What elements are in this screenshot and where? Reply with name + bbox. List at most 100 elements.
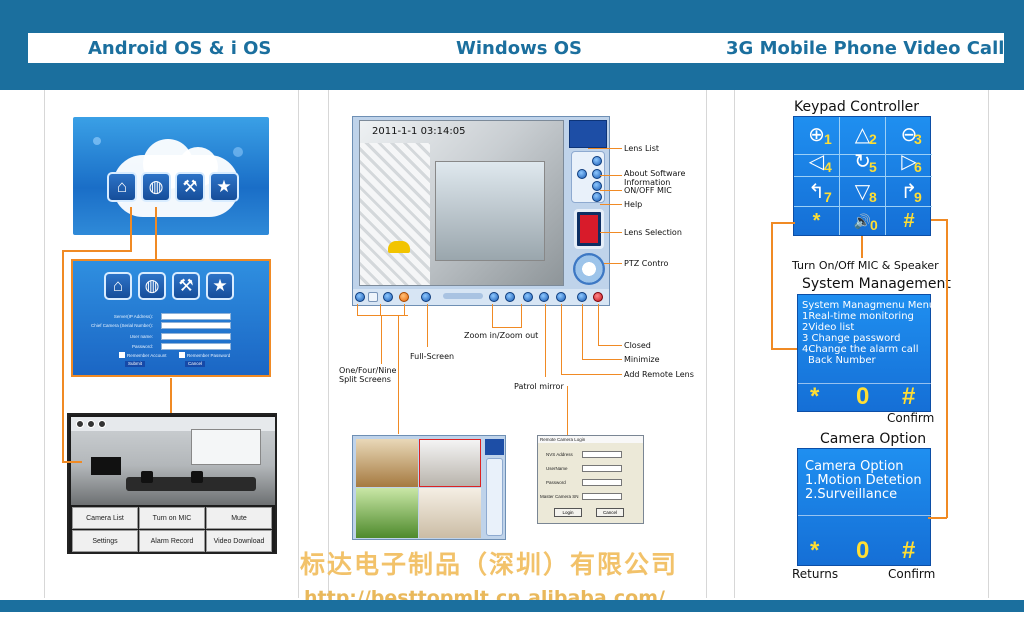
split-cell[interactable] — [419, 488, 481, 538]
glass-office — [435, 161, 545, 261]
menu-item[interactable]: 4Change the alarm call — [802, 344, 919, 355]
split9-button[interactable] — [399, 292, 409, 302]
right-key[interactable]: ▷ — [886, 147, 932, 177]
mic-button[interactable] — [592, 181, 602, 191]
username-input[interactable] — [161, 333, 231, 340]
split-cell[interactable] — [356, 488, 418, 538]
globe-icon[interactable]: ◍ — [138, 272, 166, 300]
refresh-icon[interactable] — [98, 420, 106, 428]
settings-button[interactable] — [577, 169, 587, 179]
remember-password-checkbox[interactable] — [179, 352, 185, 358]
split-cell[interactable] — [419, 439, 481, 487]
key-number: 3 — [914, 131, 922, 147]
key-number: 9 — [914, 189, 922, 205]
cancel-button[interactable]: Cancel — [596, 508, 624, 517]
menu-item[interactable]: 2Video list — [802, 322, 855, 333]
camera-icon[interactable] — [87, 420, 95, 428]
submit-button[interactable]: Submit — [125, 361, 145, 367]
home-icon[interactable]: ⌂ — [107, 172, 137, 202]
alarm-record-button[interactable]: Alarm Record — [139, 530, 205, 552]
master-input[interactable] — [582, 493, 622, 500]
help-button[interactable] — [592, 192, 602, 202]
globe-icon[interactable]: ◍ — [141, 172, 171, 202]
up-key[interactable]: △ — [840, 117, 886, 155]
back-icon[interactable] — [76, 420, 84, 428]
star-icon[interactable]: ★ — [209, 172, 239, 202]
hash-key[interactable]: # — [902, 383, 916, 410]
star-icon[interactable]: ★ — [206, 272, 234, 300]
camera-list-button[interactable]: Camera List — [72, 507, 138, 529]
login-button[interactable]: Login — [554, 508, 582, 517]
cancel-button[interactable]: Cancel — [185, 361, 205, 367]
split-indicator[interactable] — [368, 292, 378, 302]
menu-item[interactable]: Camera Option — [805, 459, 904, 474]
lens-selection-panel[interactable] — [574, 209, 604, 249]
settings-button[interactable]: Settings — [72, 530, 138, 552]
tools-icon[interactable]: ⚒ — [175, 172, 205, 202]
server-input[interactable] — [161, 313, 231, 320]
split4-button[interactable] — [383, 292, 393, 302]
connector — [357, 315, 408, 316]
password-input[interactable] — [582, 479, 622, 486]
left-key[interactable]: ◁ — [794, 147, 840, 177]
back-key[interactable]: ↰ — [794, 177, 840, 207]
zoom-out-button[interactable] — [505, 292, 515, 302]
star-key[interactable]: * — [810, 383, 820, 410]
minimize-button[interactable] — [577, 292, 587, 302]
menu-item[interactable]: 1Real-time monitoring — [802, 311, 914, 322]
menu-item[interactable]: 1.Motion Detetion — [805, 473, 922, 488]
nvs-input[interactable] — [582, 451, 622, 458]
star-key[interactable]: * — [810, 537, 820, 564]
logo-screen — [569, 120, 607, 148]
zoom-in-button[interactable] — [489, 292, 499, 302]
bottom-toolbar — [353, 289, 609, 305]
menu-item[interactable]: Back Number — [808, 355, 876, 366]
remember-account-checkbox[interactable] — [119, 352, 125, 358]
menu-item[interactable]: 3 Change password — [802, 333, 901, 344]
down-key[interactable]: ▽ — [840, 177, 886, 207]
menu-item[interactable]: 2.Surveillance — [805, 487, 898, 502]
menu-item[interactable]: System Managmenu Menu — [802, 300, 936, 311]
connector — [427, 304, 428, 347]
add-lens-button[interactable] — [556, 292, 566, 302]
hash-key[interactable]: # — [903, 210, 915, 232]
windows-title: Windows OS — [456, 38, 582, 59]
patrol-button-2[interactable] — [539, 292, 549, 302]
username-input[interactable] — [582, 465, 622, 472]
video-timestamp: 2011-1-1 03:14:05 — [372, 126, 466, 137]
star-key[interactable]: * — [794, 207, 840, 235]
password-input[interactable] — [161, 343, 231, 350]
zero-key[interactable]: 0 — [856, 383, 870, 410]
connector — [492, 327, 522, 328]
master-label: Master Camera SN — [540, 494, 579, 499]
forward-key[interactable]: ↱ — [886, 177, 932, 207]
home-icon[interactable]: ⌂ — [104, 272, 132, 300]
ptz-control[interactable] — [573, 253, 605, 285]
tools-icon[interactable]: ⚒ — [172, 272, 200, 300]
hash-key[interactable]: # — [902, 537, 916, 564]
connector — [381, 316, 382, 364]
video-download-button[interactable]: Video Download — [206, 530, 272, 552]
mute-button[interactable]: Mute — [206, 507, 272, 529]
progress-track[interactable] — [443, 293, 483, 299]
split-cell[interactable] — [356, 439, 418, 487]
connector — [170, 378, 172, 413]
fullscreen-button[interactable] — [421, 292, 431, 302]
split1-button[interactable] — [355, 292, 365, 302]
refresh-key[interactable]: ↻ — [840, 147, 886, 177]
patrol-button[interactable] — [523, 292, 533, 302]
zoom-out-key[interactable]: ⊖ — [886, 117, 932, 155]
key-number: 1 — [824, 131, 832, 147]
keypad-panel: ⊕ 1 △ 2 ⊖ 3 ◁ 4 ↻ 5 ▷ 6 ↰ 7 ▽ 8 ↱ 9 * 🔊 … — [793, 116, 932, 236]
turn-on-mic-button[interactable]: Turn on MIC — [139, 507, 205, 529]
client-input[interactable] — [161, 322, 231, 329]
lens-list-button[interactable] — [592, 156, 602, 166]
remote-login-dialog: Remote Camera Login NVS Address UserName… — [537, 435, 644, 524]
close-button[interactable] — [593, 292, 603, 302]
connector — [598, 345, 622, 346]
zero-key[interactable]: 0 — [856, 537, 870, 564]
speaker-key[interactable]: 🔊 — [840, 207, 886, 235]
zoom-in-key[interactable]: ⊕ — [794, 117, 840, 155]
divider — [298, 90, 299, 598]
about-button[interactable] — [592, 169, 602, 179]
